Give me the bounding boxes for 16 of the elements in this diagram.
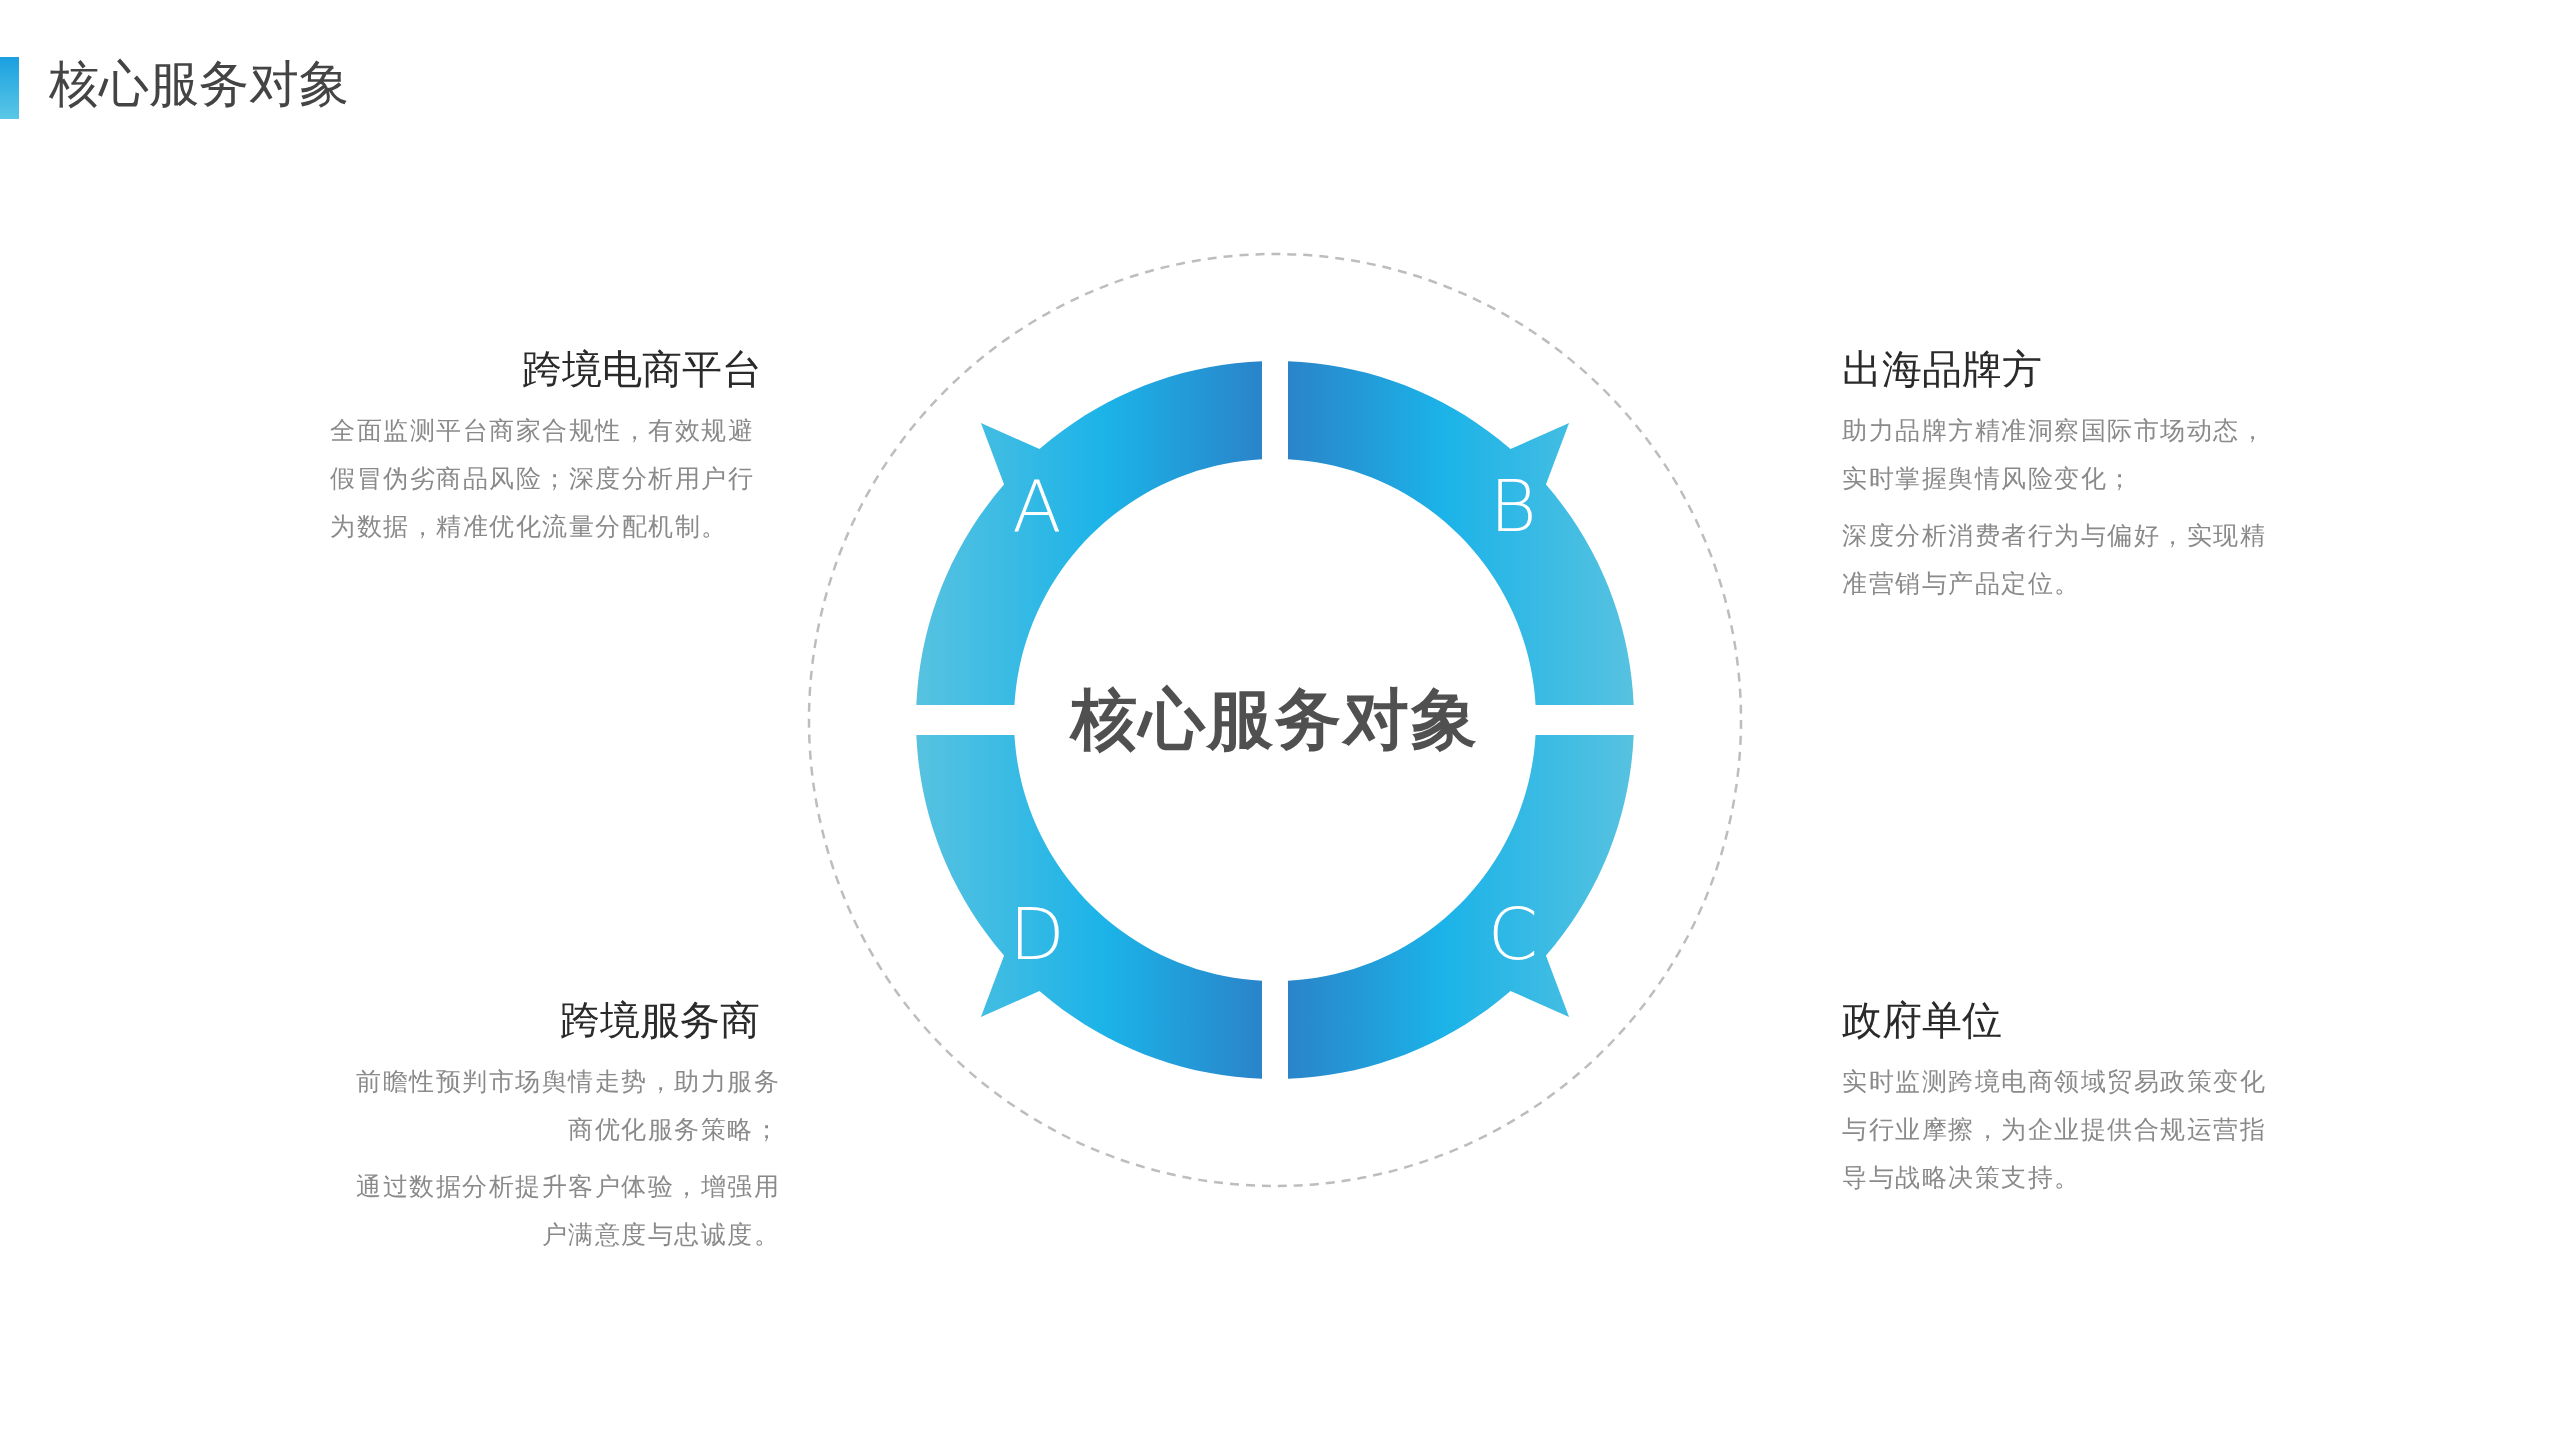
description-text: 通过数据分析提升客户体验，增强用户满意度与忠诚度。 bbox=[355, 1171, 780, 1251]
description-text: 实时监测跨境电商领域贸易政策变化与行业摩擦，为企业提供合规运营指导与战略决策支持。 bbox=[1842, 1066, 2267, 1194]
description-text: 深度分析消费者行为与偏好，实现精准营销与产品定位。 bbox=[1842, 520, 2267, 600]
description-text: 助力品牌方精准洞察国际市场动态，实时掌握舆情风险变化； bbox=[1842, 415, 2267, 495]
description-text: 全面监测平台商家合规性，有效规避假冒伪劣商品风险；深度分析用户行为数据，精准优化流量分配机制。 bbox=[330, 415, 755, 543]
category-heading: 跨境电商平台 bbox=[522, 345, 762, 394]
category-heading: 出海品牌方 bbox=[1842, 345, 2042, 394]
category-heading: 政府单位 bbox=[1842, 996, 2002, 1045]
segment-letter: A bbox=[1011, 466, 1063, 546]
segment-letter: C bbox=[1486, 894, 1540, 974]
center-label: 核心服务对象 bbox=[1071, 680, 1479, 760]
page-title: 核心服务对象 bbox=[49, 54, 349, 115]
segment-letter: D bbox=[1008, 894, 1066, 974]
description-text: 前瞻性预判市场舆情走势，助力服务商优化服务策略； bbox=[355, 1066, 780, 1146]
category-heading: 跨境服务商 bbox=[560, 996, 760, 1045]
segment-letter: B bbox=[1488, 466, 1538, 546]
